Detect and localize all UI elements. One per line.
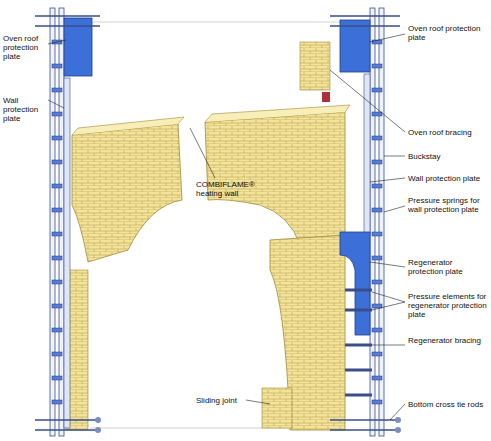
bolt-symbol <box>372 208 382 212</box>
bolt-symbol <box>52 208 62 212</box>
part-label: Oven roof protection plate <box>3 34 49 61</box>
bolt-symbol <box>52 112 62 116</box>
bolt-symbol <box>52 352 62 356</box>
bolt-symbol <box>52 184 62 188</box>
bolt-symbol <box>52 160 62 164</box>
bolt-symbol <box>372 112 382 116</box>
bolt-symbol <box>52 400 62 404</box>
part-label: Regenerator protection plate <box>408 258 486 276</box>
bolt-symbol <box>52 256 62 260</box>
bolt-symbol <box>52 232 62 236</box>
bolt-symbol <box>372 136 382 140</box>
part-label: Bottom cross tie rods <box>408 400 486 409</box>
bolt-symbol <box>52 88 62 92</box>
bolt-symbol <box>372 232 382 236</box>
part-label: Oven roof bracing <box>408 128 486 137</box>
bolt-symbol <box>372 64 382 68</box>
bolt-symbol <box>372 304 382 308</box>
bolt-symbol <box>372 328 382 332</box>
part-label: Regenerator bracing <box>408 336 486 345</box>
bolt-symbol <box>52 376 62 380</box>
part-label: Oven roof protection plate <box>408 24 484 42</box>
bolt-symbol <box>372 400 382 404</box>
part-label: Wall protection plate <box>3 96 49 123</box>
part-label: Pressure springs for wall protection pla… <box>408 196 488 214</box>
part-label: Wall protection plate <box>408 174 486 183</box>
bolt-symbol <box>372 256 382 260</box>
bolt-symbol <box>372 352 382 356</box>
bolt-symbol <box>52 136 62 140</box>
bolt-symbol <box>372 280 382 284</box>
part-label: COMBIFLAME® heating wall <box>196 180 266 198</box>
bolt-symbol <box>372 184 382 188</box>
bolt-symbol <box>52 304 62 308</box>
part-label: Pressure elements for regenerator protec… <box>408 292 488 319</box>
bolt-symbol <box>52 280 62 284</box>
bolt-symbol <box>372 160 382 164</box>
bolt-symbol <box>52 328 62 332</box>
bolt-symbol <box>52 64 62 68</box>
part-label: Sliding joint <box>196 396 244 405</box>
part-label: Buckstay <box>408 152 486 161</box>
bolt-symbol <box>372 376 382 380</box>
bolt-symbol <box>372 88 382 92</box>
